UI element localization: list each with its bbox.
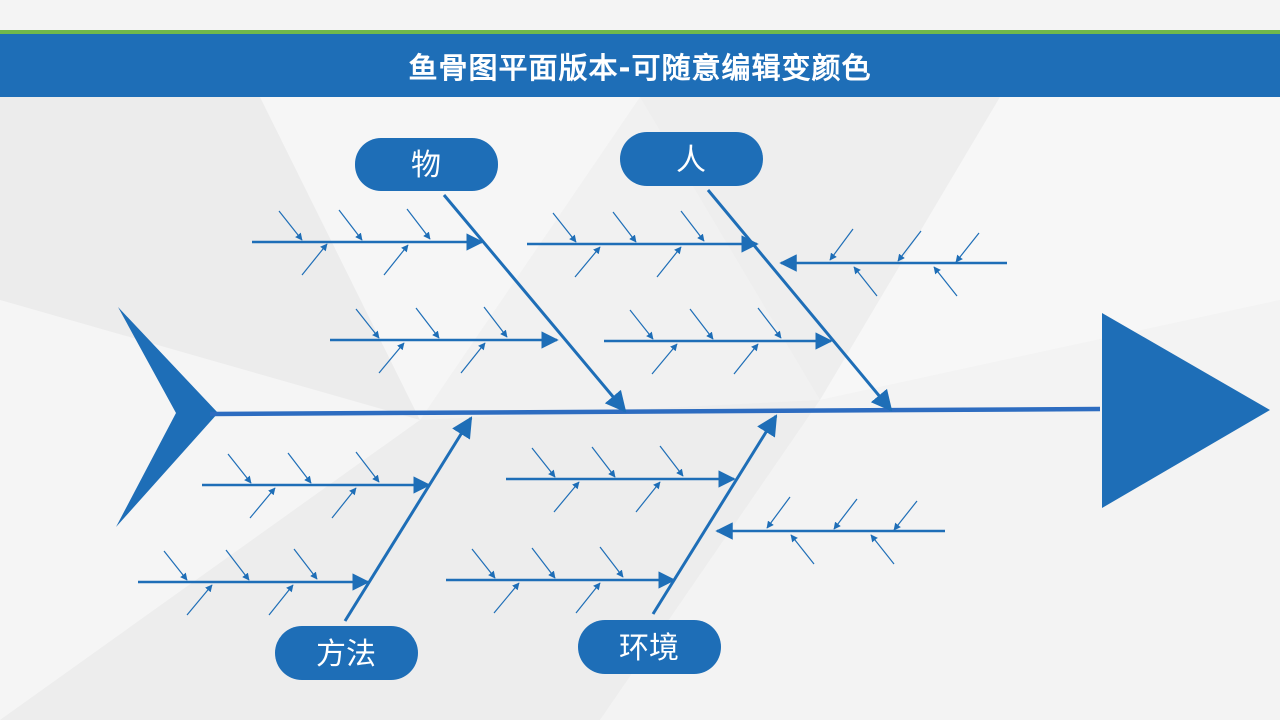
bone-people (706, 189, 893, 412)
fish-head (1102, 313, 1270, 508)
fish-tail (116, 307, 218, 527)
page-title: 鱼骨图平面版本-可随意编辑变颜色 (408, 50, 872, 85)
bone-environment (651, 414, 778, 615)
category-method: 方法 (275, 626, 418, 680)
category-method-label: 方法 (316, 637, 376, 672)
fish-spine (209, 406, 1101, 417)
category-environment-label: 环境 (619, 631, 679, 666)
category-people: 人 (620, 132, 763, 186)
bone-material (442, 194, 627, 413)
category-people-label: 人 (676, 143, 706, 178)
category-material-label: 物 (411, 148, 441, 183)
title-bar: 鱼骨图平面版本-可随意编辑变颜色 (0, 34, 1280, 97)
category-environment: 环境 (578, 620, 721, 674)
minor-cause-arrows (163, 208, 980, 616)
bone-method (343, 416, 473, 622)
category-material: 物 (355, 138, 498, 191)
